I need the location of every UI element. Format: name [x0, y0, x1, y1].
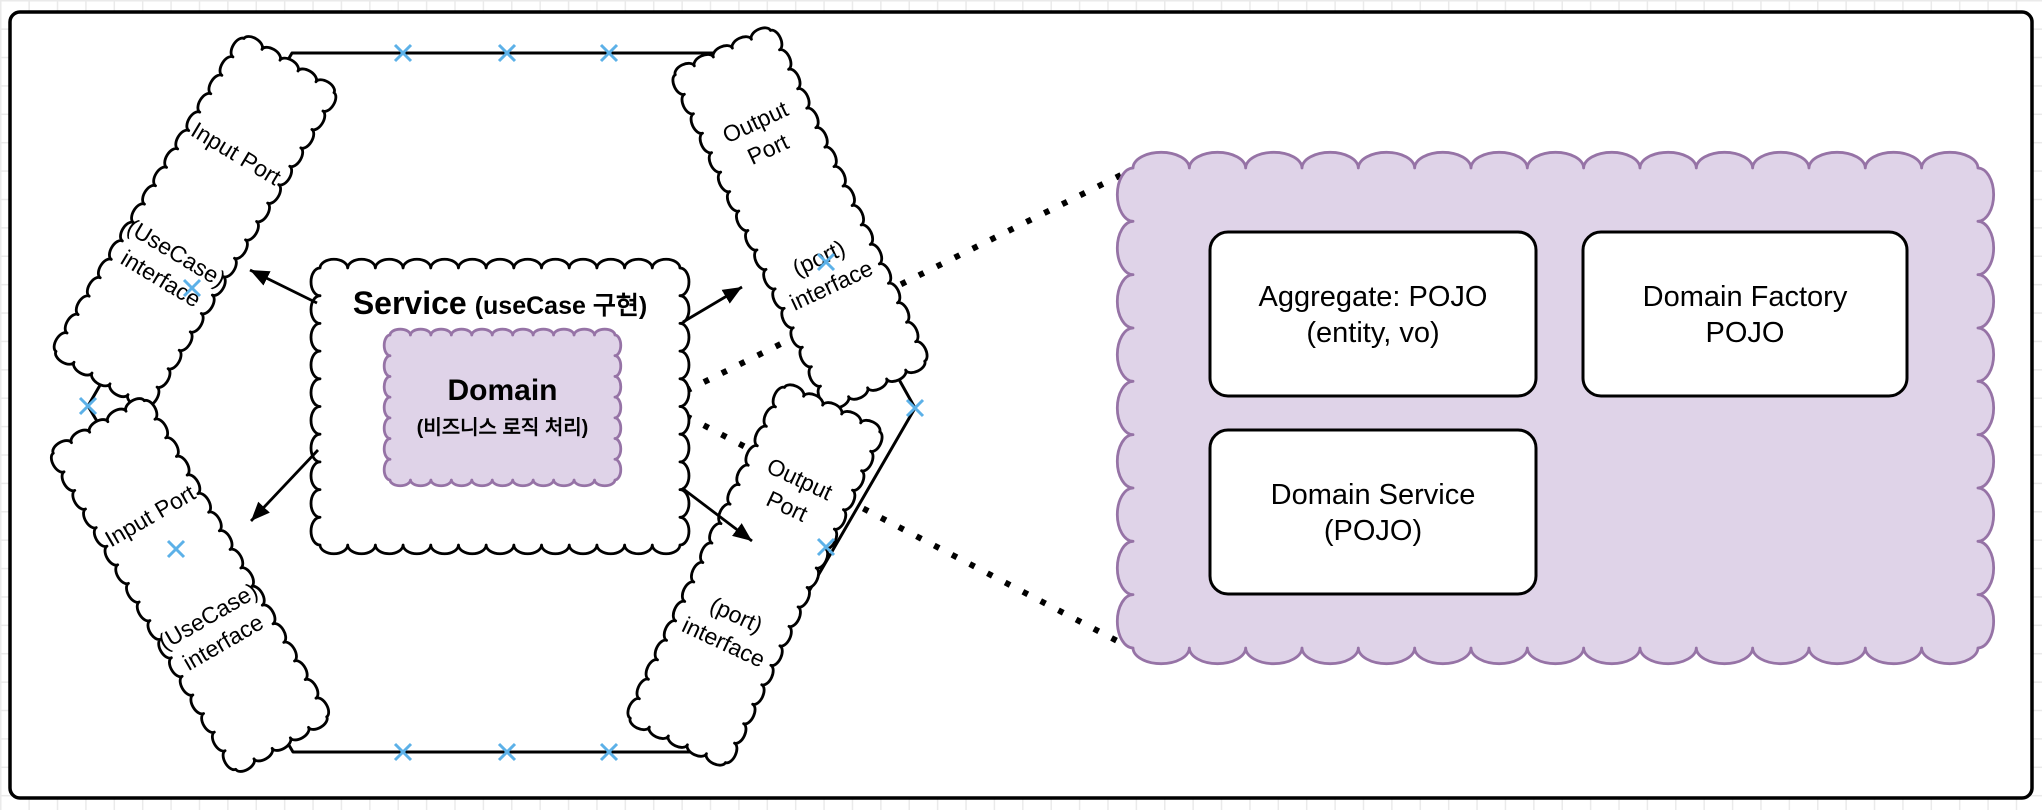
- port-box-input-bottom: Input Port (UseCase) interface: [49, 397, 331, 773]
- domain-subtitle: (비즈니스 로직 처리): [417, 416, 589, 439]
- arrow-service-to-output-bottom: [681, 486, 753, 543]
- arrow-service-to-input-top: [249, 268, 318, 305]
- aggregate-box-line2: (entity, vo): [1306, 317, 1439, 349]
- domain-box: [382, 327, 623, 488]
- domain-service-box: [1208, 428, 1538, 596]
- domain-service-box-line2: (POJO): [1324, 515, 1422, 547]
- port-box-outline: [49, 397, 331, 773]
- domain-service-box-line1: Domain Service: [1271, 479, 1476, 511]
- domain-detail-cloud: Aggregate: POJO (entity, vo) Domain Fact…: [1115, 150, 1996, 666]
- domain-title: Domain: [447, 374, 557, 407]
- aggregate-box-line1: Aggregate: POJO: [1259, 281, 1488, 313]
- port-box-outline: [626, 383, 884, 767]
- domain-factory-box-line1: Domain Factory: [1643, 281, 1848, 313]
- aggregate-box: [1208, 230, 1538, 398]
- arrow-service-to-output-top: [682, 285, 743, 324]
- service-title: Service(useCase 구현): [353, 285, 647, 321]
- port-box-output-bottom: Output Port (port) interface: [626, 383, 884, 767]
- domain-box-outline: [382, 327, 623, 488]
- port-box-outline: [671, 26, 929, 410]
- domain-factory-box: [1581, 230, 1909, 398]
- port-box-output-top: Output Port (port) interface: [671, 26, 929, 410]
- port-box-input-top: Input Port (UseCase) interface: [52, 35, 338, 409]
- service-box: Service(useCase 구현) Domain (비즈니스 로직 처리): [309, 257, 691, 556]
- arrow-service-to-input-bottom: [249, 449, 320, 522]
- detail-link-dotted-line-top: [684, 170, 1127, 394]
- domain-factory-box-line2: POJO: [1706, 317, 1785, 349]
